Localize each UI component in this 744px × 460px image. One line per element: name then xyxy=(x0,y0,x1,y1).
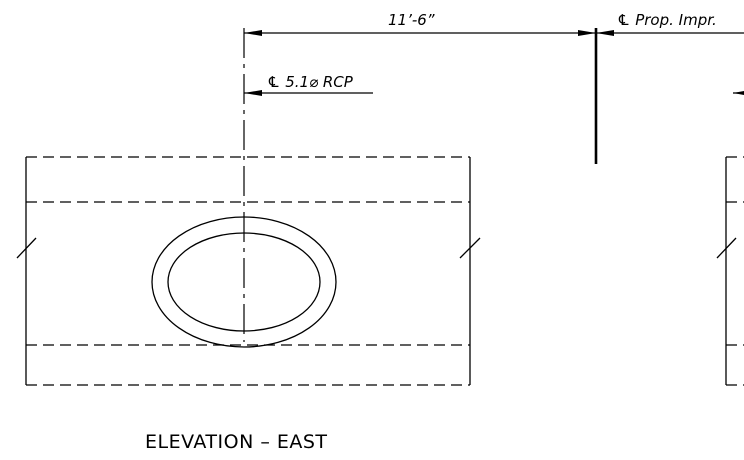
dimension-arrow-right xyxy=(578,30,596,36)
pipe-label-arrow xyxy=(244,90,262,96)
improvement-label-text: ℄ Prop. Impr. xyxy=(617,11,717,29)
pipe-label-text: ℄ 5.1⌀ RCP xyxy=(267,73,354,91)
break-mark-left xyxy=(16,237,37,259)
improvement-label-arrow xyxy=(596,30,614,36)
left-wall xyxy=(16,156,481,386)
right-wall-partial xyxy=(716,91,744,386)
improvement-label: ℄ Prop. Impr. xyxy=(596,11,744,36)
right-leader-arrow xyxy=(733,91,744,95)
view-title: ELEVATION – EAST xyxy=(145,431,328,453)
right-break-mark xyxy=(716,237,737,259)
dimension-arrow-left xyxy=(244,30,262,36)
dimension-spacing: 11’-6” xyxy=(244,11,596,36)
pipe-label: ℄ 5.1⌀ RCP xyxy=(244,73,373,96)
break-mark-right xyxy=(459,237,481,259)
dimension-text: 11’-6” xyxy=(388,11,435,29)
